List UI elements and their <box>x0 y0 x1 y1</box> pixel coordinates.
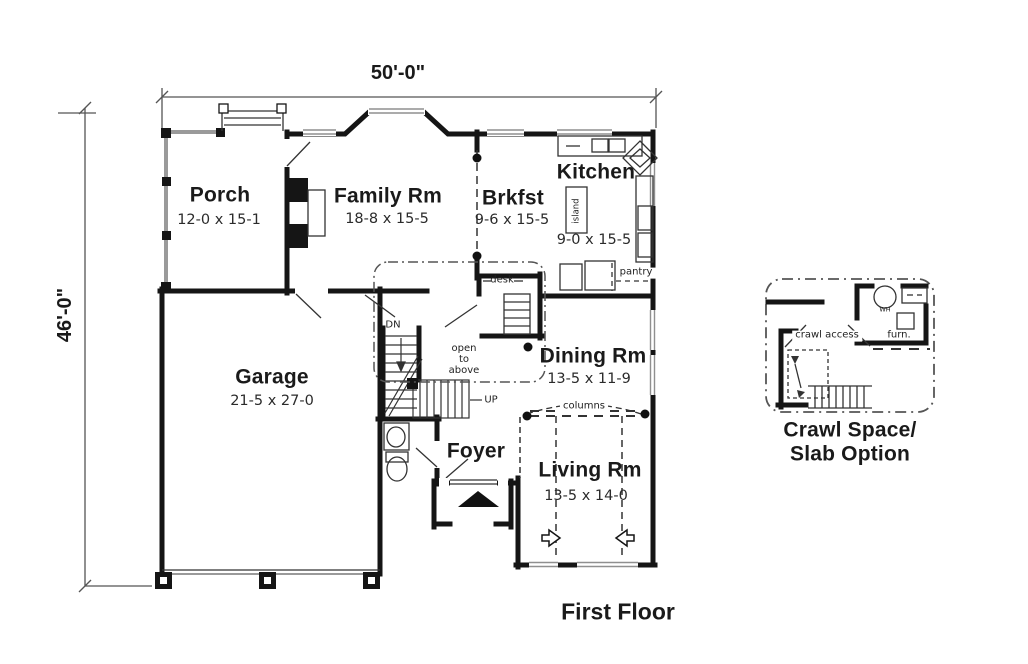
room-label-foyer: Foyer <box>446 439 506 463</box>
pantry-cabinets <box>559 260 648 291</box>
room-divider-dashes <box>476 150 623 558</box>
island-label: island <box>571 198 582 224</box>
entry-stoop <box>458 491 499 507</box>
kitchen-island <box>565 186 588 234</box>
room-dims-dining: 13-5 x 11-9 <box>547 371 631 388</box>
room-dims-garage: 21-5 x 27-0 <box>230 393 314 410</box>
room-label-living: Living Rm <box>538 458 642 482</box>
door-leaves <box>286 141 497 485</box>
inset-walls <box>765 283 929 410</box>
room-dims-family: 18-8 x 15-5 <box>345 211 429 228</box>
porch-steps <box>218 103 287 131</box>
room-label-kitchen: Kitchen <box>556 160 636 184</box>
room-dims-kitchen: 9-0 x 15-5 <box>556 232 632 249</box>
porch-railing <box>161 128 225 292</box>
stair-down-label: DN <box>385 319 401 331</box>
inset-fixtures <box>784 285 930 409</box>
kitchen-counter <box>557 135 658 263</box>
living-room-arrows <box>541 528 635 548</box>
room-label-brkfst: Brkfst <box>482 186 544 210</box>
pantry-label: pantry <box>616 267 656 279</box>
room-dims-living: 13-5 x 14-0 <box>544 488 628 505</box>
crawl-access-label: crawl access <box>792 330 862 342</box>
sheet-title-first-floor: First Floor <box>561 598 675 625</box>
inset-title-line2: Slab Option <box>789 442 911 466</box>
column-dots <box>472 153 650 421</box>
overall-width-dimension: 50'-0" <box>370 62 426 85</box>
room-label-family: Family Rm <box>334 184 442 208</box>
stairs-up <box>407 378 482 419</box>
desk-shelves <box>483 280 531 335</box>
room-dims-brkfst: 9-6 x 15-5 <box>474 212 550 229</box>
stairs-down <box>384 335 423 417</box>
dimension-lines <box>58 88 663 593</box>
powder-room-fixtures <box>383 422 410 482</box>
room-label-dining: Dining Rm <box>539 344 647 368</box>
overall-depth-dimension: 46'-0" <box>54 287 77 343</box>
furnace-label: furn. <box>887 329 911 341</box>
fireplace <box>288 178 326 248</box>
stair-up-label: UP <box>484 394 498 406</box>
desk-label: desk <box>490 274 514 286</box>
room-label-porch: Porch <box>189 183 251 207</box>
room-label-garage: Garage <box>235 365 309 389</box>
door-openings <box>283 139 497 488</box>
open-to-above-outline <box>373 261 546 383</box>
garage-doors <box>155 569 380 589</box>
inset-title-line1: Crawl Space/ <box>783 418 917 442</box>
water-heater-label: WH <box>879 305 891 314</box>
interior-walls <box>380 129 656 530</box>
room-dims-porch: 12-0 x 15-1 <box>177 212 261 229</box>
open-to-above-label: open to above <box>448 342 480 376</box>
inset-outline <box>765 278 935 413</box>
columns-label: columns <box>559 401 609 413</box>
